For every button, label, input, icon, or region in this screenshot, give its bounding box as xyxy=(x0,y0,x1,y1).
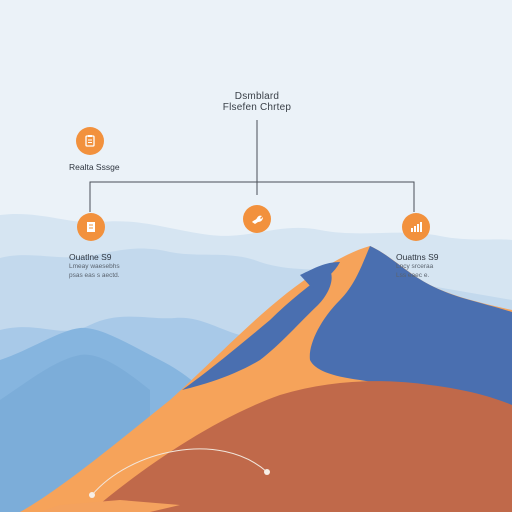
blue-ridge-stripe-2 xyxy=(300,262,340,288)
title-line-1: Dsmblard xyxy=(234,91,280,102)
right-node-sub-1: Lncy srceraa xyxy=(396,263,434,270)
left-node-sub-2: psas eas s aectd. xyxy=(69,272,120,279)
arc-end-dot xyxy=(264,469,270,475)
branch-line xyxy=(89,181,415,200)
document-icon xyxy=(77,213,105,241)
foreground-slope xyxy=(90,381,512,512)
left-node-sub-1: Lmeay waesebhs xyxy=(69,263,120,270)
top-left-node-label: Realta Sssge xyxy=(69,162,120,172)
bar-chart-icon xyxy=(402,213,430,241)
clipboard-icon xyxy=(76,127,104,155)
arc-path xyxy=(91,448,268,496)
blue-mountain-face xyxy=(309,246,512,415)
right-node-sub-2: Lss eaec e. xyxy=(396,272,430,279)
right-node-label: Ouattns S9 xyxy=(396,252,439,262)
blue-ridge-stripe xyxy=(182,270,332,390)
arc-start-dot xyxy=(89,492,95,498)
hand-wrench-icon xyxy=(243,205,271,233)
foreground-base xyxy=(40,500,180,512)
left-node-label: Ouatlne S9 xyxy=(69,252,112,262)
title-line-2: Flsefen Chrtep xyxy=(222,102,292,113)
